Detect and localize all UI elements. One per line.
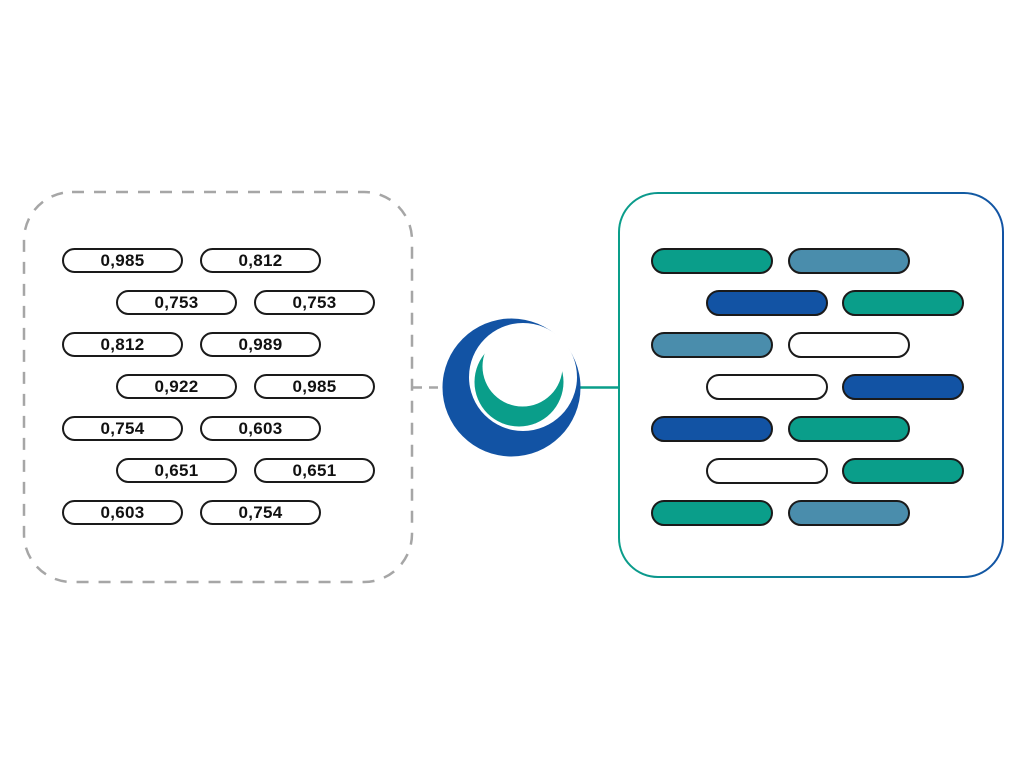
color-pill-steel-blue <box>788 248 910 274</box>
color-pill-teal <box>651 248 773 274</box>
value-pill: 0,754 <box>200 500 321 525</box>
color-pill-steel-blue <box>651 332 773 358</box>
value-pill: 0,812 <box>200 248 321 273</box>
color-pill-steel-blue <box>788 500 910 526</box>
color-pill-dark-blue <box>651 416 773 442</box>
color-pill-dark-blue <box>706 290 828 316</box>
logo-crescent-cut-circle <box>482 326 563 407</box>
color-pill-teal <box>842 458 964 484</box>
value-pill: 0,985 <box>254 374 375 399</box>
color-pill-teal <box>651 500 773 526</box>
color-pill-dark-blue <box>842 374 964 400</box>
value-pill: 0,754 <box>62 416 183 441</box>
value-pill: 0,651 <box>116 458 237 483</box>
color-pill-white <box>706 458 828 484</box>
value-pill: 0,753 <box>116 290 237 315</box>
value-pill: 0,985 <box>62 248 183 273</box>
crescent-circle-logo <box>442 318 581 457</box>
value-pill: 0,753 <box>254 290 375 315</box>
value-pill: 0,989 <box>200 332 321 357</box>
color-pill-teal <box>842 290 964 316</box>
color-pill-teal <box>788 416 910 442</box>
color-pill-white <box>788 332 910 358</box>
input-panel-dashed-border <box>22 190 414 584</box>
value-pill: 0,603 <box>62 500 183 525</box>
value-pill: 0,812 <box>62 332 183 357</box>
value-pill: 0,603 <box>200 416 321 441</box>
value-pill: 0,651 <box>254 458 375 483</box>
color-pill-white <box>706 374 828 400</box>
value-pill: 0,922 <box>116 374 237 399</box>
